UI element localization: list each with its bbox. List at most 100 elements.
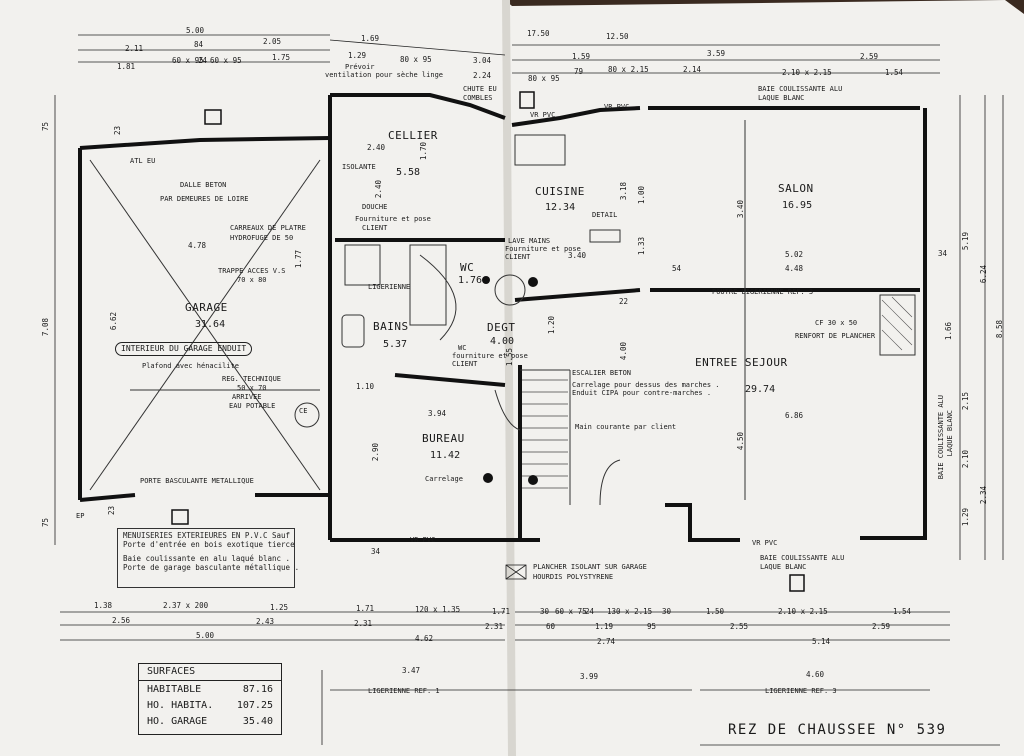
room-degt-area: 4.00 (490, 336, 515, 347)
dim-top-10: 24 (198, 56, 208, 65)
dim-inner-13: 3.40 (568, 251, 587, 260)
note-hourdis: HOURDIS POLYSTYRENE (533, 573, 614, 581)
room-cellier-area: 5.58 (396, 167, 421, 178)
note-chute: CHUTE EU (463, 85, 497, 93)
dim-bottom-22: 2.59 (872, 622, 891, 631)
dim-bottom-12: 2.10 x 2.15 (778, 607, 828, 616)
dim-inner-2: 2.40 (367, 143, 386, 152)
dim-bottom-5: 1.71 (492, 607, 511, 616)
dim-inner-21: 6.86 (785, 411, 804, 420)
surfaces-value: 87.16 (242, 683, 273, 695)
menuiseries-note-box: MENUISERIES EXTERIEURES EN P.V.C Sauf Po… (117, 528, 300, 588)
note-combles: COMBLES (463, 94, 493, 102)
dim-inner-32: 75 (41, 518, 50, 528)
dim-inner-18: 3.94 (428, 409, 447, 418)
dim-bottom-18: 60 (546, 622, 556, 631)
surfaces-label: HO. GARAGE (147, 715, 208, 727)
note-escalier-2: Carrelage pour dessus des marches . (572, 381, 720, 389)
dim-bottom-23: 5.00 (196, 631, 215, 640)
note-dalle-2: PAR DEMEURES DE LOIRE (160, 195, 249, 203)
dim-bottom-20: 95 (647, 622, 657, 631)
dim-top-23: 2.10 x 2.15 (782, 68, 832, 77)
room-bains-area: 5.37 (383, 339, 408, 350)
dim-bottom-4: 120 x 1.35 (415, 605, 461, 614)
dim-inner-31: 75 (41, 122, 50, 132)
note-ventilation: ventilation pour sèche linge (325, 71, 444, 79)
dim-inner-35: 34 (938, 249, 948, 258)
note-prevoir: Prévoir (345, 63, 375, 71)
dim-bottom-3: 1.71 (356, 604, 375, 613)
dim-top-20: 79 (574, 67, 584, 76)
dim-inner-19: 2.90 (371, 443, 380, 462)
room-cuisine-area: 12.34 (545, 202, 576, 213)
dim-top-0: 5.00 (186, 26, 205, 35)
surfaces-label: HO. HABITA. (147, 699, 214, 711)
dim-top-16: 1.59 (572, 52, 591, 61)
dim-top-11: 60 x 95 (210, 56, 242, 65)
note-porte-garage: PORTE BASCULANTE METALLIQUE (140, 477, 254, 485)
sheet-title: REZ DE CHAUSSEE N° 539 (728, 722, 947, 738)
room-wc-area: 1.76 (458, 275, 483, 286)
dim-inner-24: 8.58 (995, 320, 1004, 339)
dim-top-17: 3.59 (707, 49, 726, 58)
room-bains-name: BAINS (373, 320, 409, 333)
note-baie-bottom-2: LAQUE BLANC (760, 563, 807, 571)
dim-inner-20: 1.10 (356, 382, 375, 391)
dim-bottom-8: 24 (585, 607, 595, 616)
dim-inner-10: 5.02 (785, 250, 804, 259)
note-eau: EAU POTABLE (229, 402, 276, 410)
dim-inner-25: 1.66 (944, 322, 953, 341)
note-wc: WC (458, 344, 467, 352)
note-poutre: POUTRE LIGERIENNE REF. 3 (712, 288, 814, 296)
note-interieur-garage: INTERIEUR DU GARAGE ENDUIT (115, 342, 253, 356)
menuiseries-line-5: Porte de garage basculante métallique . (123, 562, 300, 572)
dim-inner-17: 4.50 (736, 432, 745, 451)
room-garage-area: 31.64 (195, 319, 226, 330)
dim-inner-30: 7.08 (41, 318, 50, 337)
dim-bottom-6: 30 (540, 607, 550, 616)
surfaces-label: HABITABLE (147, 683, 202, 695)
dim-top-22: 2.14 (683, 65, 702, 74)
dim-top-9: 60 x 95 (172, 56, 204, 65)
note-arrivee: ARRIVEE (232, 393, 262, 401)
note-ep: EP (76, 512, 85, 520)
dim-top-3: 2.11 (125, 44, 144, 53)
dim-bottom-9: 130 x 2.15 (607, 607, 653, 616)
note-detail: DETAIL (592, 211, 618, 219)
room-sejour-area: 29.74 (745, 384, 776, 395)
dim-top-4: 84 (194, 40, 204, 49)
note-main-courante: Main courante par client (575, 423, 677, 431)
note-escalier: ESCALIER BETON (572, 369, 632, 377)
note-douche: DOUCHE (362, 203, 388, 211)
dim-bottom-16: 2.31 (354, 619, 373, 628)
dim-inner-15: 1.55 (505, 348, 514, 367)
dim-inner-9: 3.40 (736, 200, 745, 219)
note-renfort: RENFORT DE PLANCHER (795, 332, 876, 340)
note-fourniture: Fourniture et pose (355, 215, 431, 223)
room-bureau-name: BUREAU (422, 432, 465, 445)
note-carrelage: Carrelage (425, 475, 463, 483)
dim-top-24: 1.54 (885, 68, 904, 77)
note-vr-pvc-3: VR PVC (530, 111, 556, 119)
menuiseries-line-2: Porte d'entrée en bois exotique tierce (123, 539, 295, 549)
dim-bottom-25: 2.74 (597, 637, 616, 646)
room-wc-name: WC (460, 261, 475, 274)
dim-inner-33: 22 (619, 297, 629, 306)
note-lave-mains-2: Fourniture et pose (505, 245, 581, 253)
dim-inner-26: 2.15 (961, 392, 970, 411)
dim-inner-1: 6.62 (109, 312, 118, 331)
note-lave-mains-3: CLIENT (505, 253, 531, 261)
dim-inner-8: 1.33 (637, 237, 646, 256)
menuiseries-line-4: Baie coulissante en alu laqué blanc . (123, 554, 291, 564)
note-plancher: PLANCHER ISOLANT SUR GARAGE (533, 563, 647, 571)
dim-inner-12: 54 (672, 264, 682, 273)
surfaces-row: HO. HABITA. 107.25 (139, 697, 281, 713)
dim-inner-27: 2.10 (961, 450, 970, 469)
dim-top-18: 2.59 (860, 52, 879, 61)
note-ref1: LIGERIENNE REF. 1 (368, 687, 440, 695)
dim-inner-6: 3.18 (619, 182, 628, 201)
room-salon-area: 16.95 (782, 200, 813, 211)
dim-bottom-28: 3.99 (580, 672, 599, 681)
surfaces-row: HABITABLE 87.16 (139, 681, 281, 697)
